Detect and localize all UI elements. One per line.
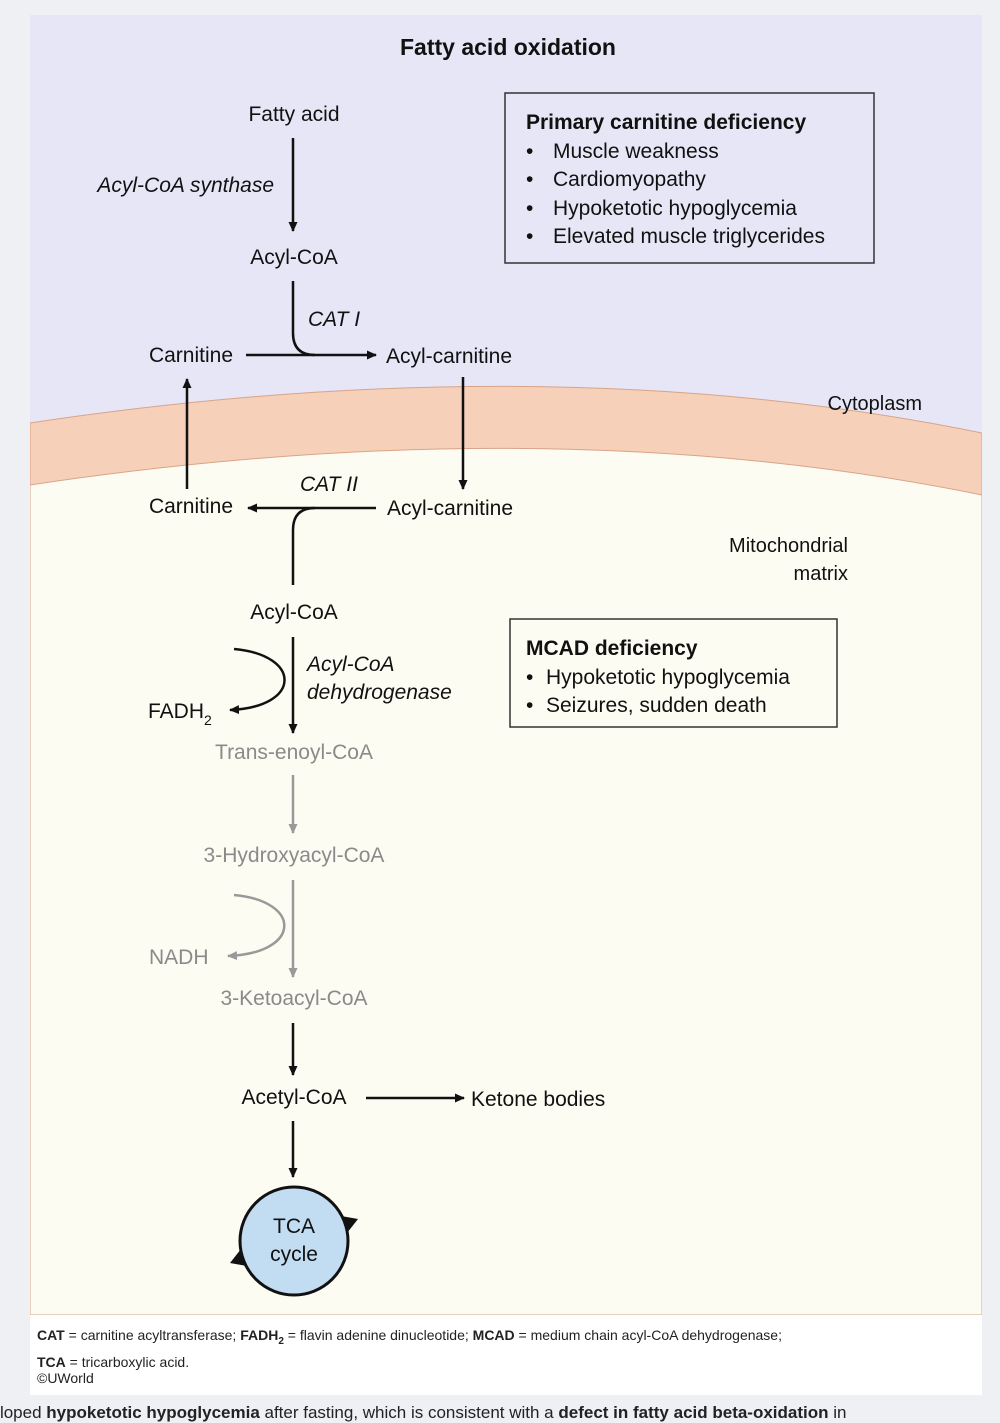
bullet: • [526, 225, 533, 248]
fadh2-curve [229, 647, 286, 715]
diagram-title: Fatty acid oxidation [400, 34, 616, 60]
primary-carnitine-list: • Muscle weakness • Cardiomyopathy • Hyp… [526, 140, 825, 248]
footnote-def: = flavin adenine dinucleotide; [283, 1327, 473, 1343]
acylcarnitine-top-label: Acyl-carnitine [386, 345, 512, 368]
list-item: Elevated muscle triglycerides [553, 225, 825, 248]
dehydrogenase-label-line1: Acyl-CoA [305, 653, 395, 676]
tca-cycle-arrow-left [230, 1249, 247, 1266]
cat1-label: CAT I [308, 308, 360, 331]
fadh2-label: FADH2 [148, 700, 212, 728]
acyl-coa-synthase-label: Acyl-CoA synthase [95, 174, 274, 197]
ketone-bodies-label: Ketone bodies [471, 1088, 605, 1111]
mcad-title: MCAD deficiency [526, 637, 698, 660]
mitochondrial-matrix-region [30, 447, 982, 1315]
primary-carnitine-box [504, 92, 875, 264]
tca-cycle-circle [238, 1185, 350, 1297]
primary-carnitine-title: Primary carnitine deficiency [526, 111, 806, 134]
hydroxyacyl-coa-label: 3-Hydroxyacyl-CoA [204, 844, 385, 867]
mcad-box [509, 618, 838, 728]
mcad-list: • Hypoketotic hypoglycemia • Seizures, s… [526, 666, 790, 717]
footnote-abbr: TCA [37, 1353, 66, 1370]
bullet: • [526, 666, 533, 689]
nadh-label: NADH [149, 946, 209, 969]
cat2-curve [291, 506, 316, 585]
list-item: Hypoketotic hypoglycemia [546, 666, 790, 689]
tca-label-line1: TCA [273, 1215, 315, 1238]
list-item: Seizures, sudden death [546, 694, 767, 717]
tca-cycle-arrow-right [341, 1216, 358, 1233]
acylcarnitine-bottom-label: Acyl-carnitine [387, 497, 513, 520]
footnote-abbr: CAT [37, 1327, 65, 1343]
dehydrogenase-label-line2: dehydrogenase [307, 681, 452, 704]
footnote-def: = carnitine acyltransferase; [64, 1327, 241, 1343]
cytoplasm-label: Cytoplasm [828, 393, 922, 415]
acetyl-coa-label: Acetyl-CoA [241, 1086, 346, 1109]
fatty-acid-label: Fatty acid [248, 103, 339, 126]
footnote-def: = medium chain acyl-CoA dehydrogenase; [514, 1327, 782, 1343]
list-item: Cardiomyopathy [553, 168, 706, 191]
footnote-abbr: MCAD [472, 1327, 515, 1343]
bullet: • [526, 197, 533, 220]
explanation-text: veloped hypoketotic hypoglycemia after f… [0, 1403, 847, 1422]
matrix-label-line1: Mitochondrial [729, 535, 848, 557]
list-item: Hypoketotic hypoglycemia [553, 197, 797, 220]
footnote-abbr: FADH2 [240, 1327, 284, 1347]
matrix-label-line2: matrix [794, 563, 848, 585]
carnitine-top-label: Carnitine [149, 344, 233, 367]
acyl-coa-top-label: Acyl-CoA [250, 246, 338, 269]
bullet: • [526, 168, 533, 191]
bullet: • [526, 694, 533, 717]
acyl-coa-matrix-label: Acyl-CoA [250, 601, 338, 624]
tca-label-line2: cycle [270, 1243, 318, 1266]
bullet: • [526, 140, 533, 163]
cat2-label: CAT II [300, 473, 358, 496]
trans-enoyl-coa-label: Trans-enoyl-CoA [215, 741, 373, 764]
nadh-curve [227, 893, 286, 961]
footnote-def: = tricarboxylic acid. [65, 1353, 190, 1370]
list-item: Muscle weakness [553, 140, 719, 163]
abbreviation-footnote: CAT = carnitine acyltransferase; FADH2 =… [37, 1325, 972, 1372]
carnitine-bottom-label: Carnitine [149, 495, 233, 518]
ketoacyl-coa-label: 3-Ketoacyl-CoA [220, 987, 367, 1010]
copyright: ©UWorld [37, 1370, 94, 1386]
fatty-acid-oxidation-diagram: Fatty acid oxidation Cytoplasm Mitochond… [30, 15, 982, 1315]
figure: Fatty acid oxidation Cytoplasm Mitochond… [30, 15, 982, 1395]
